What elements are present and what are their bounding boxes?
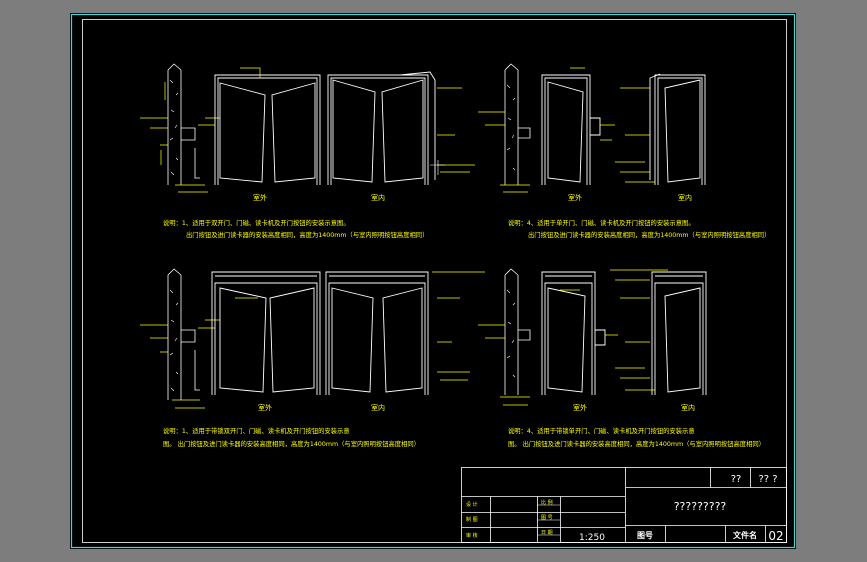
label-inside: 室内 bbox=[678, 193, 692, 202]
label-inside: 室内 bbox=[681, 403, 695, 412]
tb-label-a: 比 例 bbox=[541, 499, 553, 506]
door-elevation-inside bbox=[649, 73, 706, 185]
wall-section bbox=[167, 63, 200, 185]
label-outside: 室外 bbox=[568, 193, 582, 202]
tb-scale: 1:250 bbox=[579, 533, 605, 543]
note-line-1: 说明：1、适用于双开门、门磁、读卡机及开门按钮的安装示意图。 bbox=[163, 218, 350, 227]
tb-file-number: 02 bbox=[768, 529, 783, 543]
door-elevation-outside bbox=[541, 74, 601, 185]
label-outside: 室外 bbox=[258, 403, 272, 412]
inner-frame bbox=[82, 19, 787, 543]
note-line-2: 出门按钮及进门读卡器的安装高度相同，高度为1400mm（与室内照明按钮高度相同） bbox=[528, 230, 770, 239]
tb-label-check: 审 核 bbox=[466, 532, 478, 539]
outer-frame bbox=[70, 13, 796, 549]
door-elevation-inside bbox=[327, 71, 436, 185]
note-line-1: 说明：1、适用于带锁双开门、门磁、读卡机及开门按钮的安装示意 bbox=[163, 426, 350, 435]
door-elevation-inside bbox=[325, 271, 429, 395]
label-outside: 室外 bbox=[573, 403, 587, 412]
tb-label-b: 图 号 bbox=[541, 515, 553, 521]
note-line-2: 图。 出门按钮及进门读卡器的安装高度相同，高度为1400mm（与室内照明按钮高度… bbox=[508, 439, 765, 448]
tb-label-design: 设 计 bbox=[466, 501, 478, 508]
label-outside: 室外 bbox=[253, 193, 267, 202]
tb-drawing-number-label: 图号 bbox=[637, 531, 653, 540]
panel-single-door-top: 室外 室内 说明：4、适用于单开门、门磁、读卡机及开门按钮的安装示意图。 出门按… bbox=[478, 63, 770, 239]
label-inside: 室内 bbox=[371, 193, 385, 202]
annotations bbox=[140, 82, 220, 193]
door-elevation-inside bbox=[651, 271, 707, 395]
title-block bbox=[461, 467, 787, 543]
tb-top-cell-1: ?? bbox=[731, 474, 742, 485]
tb-label-draw: 制 图 bbox=[466, 516, 478, 523]
tb-label-c: 日 期 bbox=[541, 530, 553, 536]
door-elevation-outside bbox=[541, 271, 606, 395]
tb-top-cell-2: ?? ? bbox=[758, 474, 777, 485]
panel-single-door-bottom: 室外 室内 说明：4、适用于带锁单开门、门磁、读卡机及开门按钮的安装示意 图。 … bbox=[478, 268, 765, 448]
tb-drawing-title: ????????? bbox=[674, 500, 727, 513]
panel-double-door-bottom: 室外 室内 说明：1、适用于带锁双开门、门磁、读卡机及开门按钮的安装示意 图。 … bbox=[140, 268, 485, 448]
drawing-sheet bbox=[70, 13, 796, 549]
tb-file-label: 文件名 bbox=[733, 530, 757, 540]
note-line-2: 图。 出门按钮及进门读卡器的安装高度相同，高度为1400mm（与室内照明按钮高度… bbox=[163, 439, 420, 448]
door-elevation-outside bbox=[211, 271, 321, 395]
note-line-2: 出门按钮及进门读卡器的安装高度相同，高度为1400mm（与室内照明按钮高度相同） bbox=[186, 230, 428, 239]
label-inside: 室内 bbox=[371, 403, 385, 412]
panel-double-door-top: 室外 室内 说明：1、适用于双开门、门磁、读卡机及开门按钮的安装示意图。 出门按… bbox=[140, 63, 475, 239]
note-line-1: 说明：4、适用于单开门、门磁、读卡机及开门按钮的安装示意图。 bbox=[508, 218, 695, 227]
note-line-1: 说明：4、适用于带锁单开门、门磁、读卡机及开门按钮的安装示意 bbox=[508, 426, 695, 435]
door-elevation-outside bbox=[214, 74, 321, 185]
